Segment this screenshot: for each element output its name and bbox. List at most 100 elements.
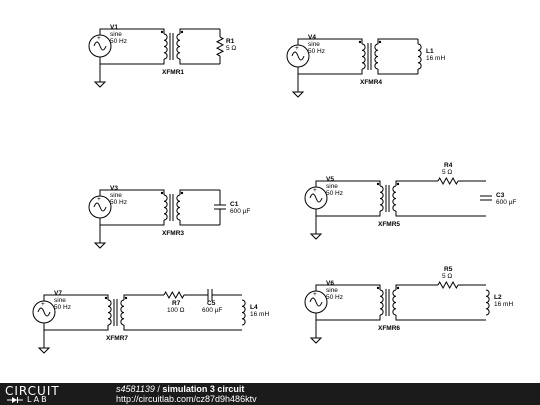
primary-wire-bottom	[99, 218, 165, 226]
source-name: V6	[326, 280, 334, 287]
polarity-dot	[396, 286, 400, 290]
component-value: 600 µF	[230, 208, 250, 215]
component-name: R7	[172, 300, 181, 307]
source-type: sine	[110, 192, 122, 199]
voltage-source-symbol	[88, 34, 112, 58]
source-frequency: 50 Hz	[54, 304, 71, 311]
polarity-dot	[376, 286, 380, 290]
component-value: 16 mH	[250, 311, 269, 318]
component-value: 5 Ω	[442, 273, 452, 280]
source-frequency: 50 Hz	[326, 294, 343, 301]
component-name: R4	[444, 162, 453, 169]
secondary-wire-top	[377, 38, 418, 44]
plus-sign: +	[313, 291, 317, 298]
secondary-coil	[120, 299, 125, 326]
secondary-coil	[374, 43, 379, 70]
logo-text-bottom: LAB	[27, 395, 49, 404]
primary-wire-top	[43, 294, 109, 301]
sine-wave-icon	[37, 307, 51, 317]
transformer-label: XFMR6	[378, 325, 400, 332]
circuitlab-logo[interactable]: CIRCUIT LAB	[5, 384, 105, 404]
inductor-symbol	[417, 43, 422, 70]
polarity-dot	[124, 296, 128, 300]
source-name: V3	[110, 185, 118, 192]
secondary-wire-top	[179, 189, 220, 195]
primary-wire-top	[99, 28, 165, 35]
secondary-wire-bottom	[179, 220, 220, 226]
source-type: sine	[110, 31, 122, 38]
transformer-label: XFMR5	[378, 221, 400, 228]
component-name: C3	[496, 192, 505, 199]
polarity-dot	[376, 182, 380, 186]
source-frequency: 50 Hz	[308, 48, 325, 55]
resistor-symbol	[437, 280, 459, 290]
voltage-source-symbol	[32, 300, 56, 324]
secondary-coil	[176, 33, 181, 60]
sine-wave-icon	[291, 51, 305, 61]
plus-sign: +	[41, 301, 45, 308]
component-name: R1	[226, 38, 235, 45]
source-type: sine	[326, 183, 338, 190]
component-name: L1	[426, 48, 434, 55]
logo-text-top: CIRCUIT	[5, 384, 60, 398]
voltage-source-symbol	[304, 290, 328, 314]
primary-coil	[379, 185, 384, 212]
transformer-label: XFMR4	[360, 79, 382, 86]
component-value: 5 Ω	[226, 45, 236, 52]
logo-diode-icon	[7, 397, 23, 403]
plus-sign: +	[97, 196, 101, 203]
secondary-wire-bottom	[377, 69, 418, 75]
source-type: sine	[54, 297, 66, 304]
source-type: sine	[308, 41, 320, 48]
component-name: R5	[444, 266, 453, 273]
primary-wire-bottom	[315, 313, 381, 321]
transformer-label: XFMR3	[162, 230, 184, 237]
primary-wire-bottom	[297, 67, 363, 75]
sine-wave-icon	[93, 41, 107, 51]
circuit-meta: s4581139 / simulation 3 circuit	[116, 384, 244, 394]
component-name: C1	[230, 201, 239, 208]
source-name: V7	[54, 290, 62, 297]
source-frequency: 50 Hz	[326, 190, 343, 197]
primary-coil	[379, 289, 384, 316]
source-frequency: 50 Hz	[110, 38, 127, 45]
secondary-coil	[392, 289, 397, 316]
secondary-wire-bottom	[395, 211, 486, 217]
plus-sign: +	[313, 187, 317, 194]
polarity-dot	[180, 30, 184, 34]
source-frequency: 50 Hz	[110, 199, 127, 206]
primary-coil	[163, 33, 168, 60]
component-value: 100 Ω	[167, 307, 185, 314]
component-value: 16 mH	[426, 55, 445, 62]
component-name: L4	[250, 304, 258, 311]
primary-wire-top	[315, 284, 381, 291]
voltage-source-symbol	[286, 44, 310, 68]
plus-sign: +	[97, 35, 101, 42]
secondary-coil	[176, 194, 181, 221]
polarity-dot	[358, 40, 362, 44]
circuit-url[interactable]: http://circuitlab.com/cz87d9h486ktv	[116, 394, 257, 404]
secondary-wire-top	[179, 28, 220, 34]
secondary-coil	[392, 185, 397, 212]
primary-coil	[107, 299, 112, 326]
sine-wave-icon	[309, 297, 323, 307]
separator: /	[154, 384, 163, 394]
secondary-wire-bottom	[179, 59, 220, 65]
source-name: V4	[308, 34, 316, 41]
polarity-dot	[160, 30, 164, 34]
circuit-title[interactable]: simulation 3 circuit	[162, 384, 245, 394]
primary-wire-top	[297, 38, 363, 45]
primary-wire-bottom	[99, 57, 165, 65]
source-name: V5	[326, 176, 334, 183]
polarity-dot	[180, 191, 184, 195]
resistor-symbol	[215, 36, 225, 57]
voltage-source-symbol	[304, 186, 328, 210]
primary-wire-top	[315, 180, 381, 187]
resistor-symbol	[163, 290, 185, 300]
